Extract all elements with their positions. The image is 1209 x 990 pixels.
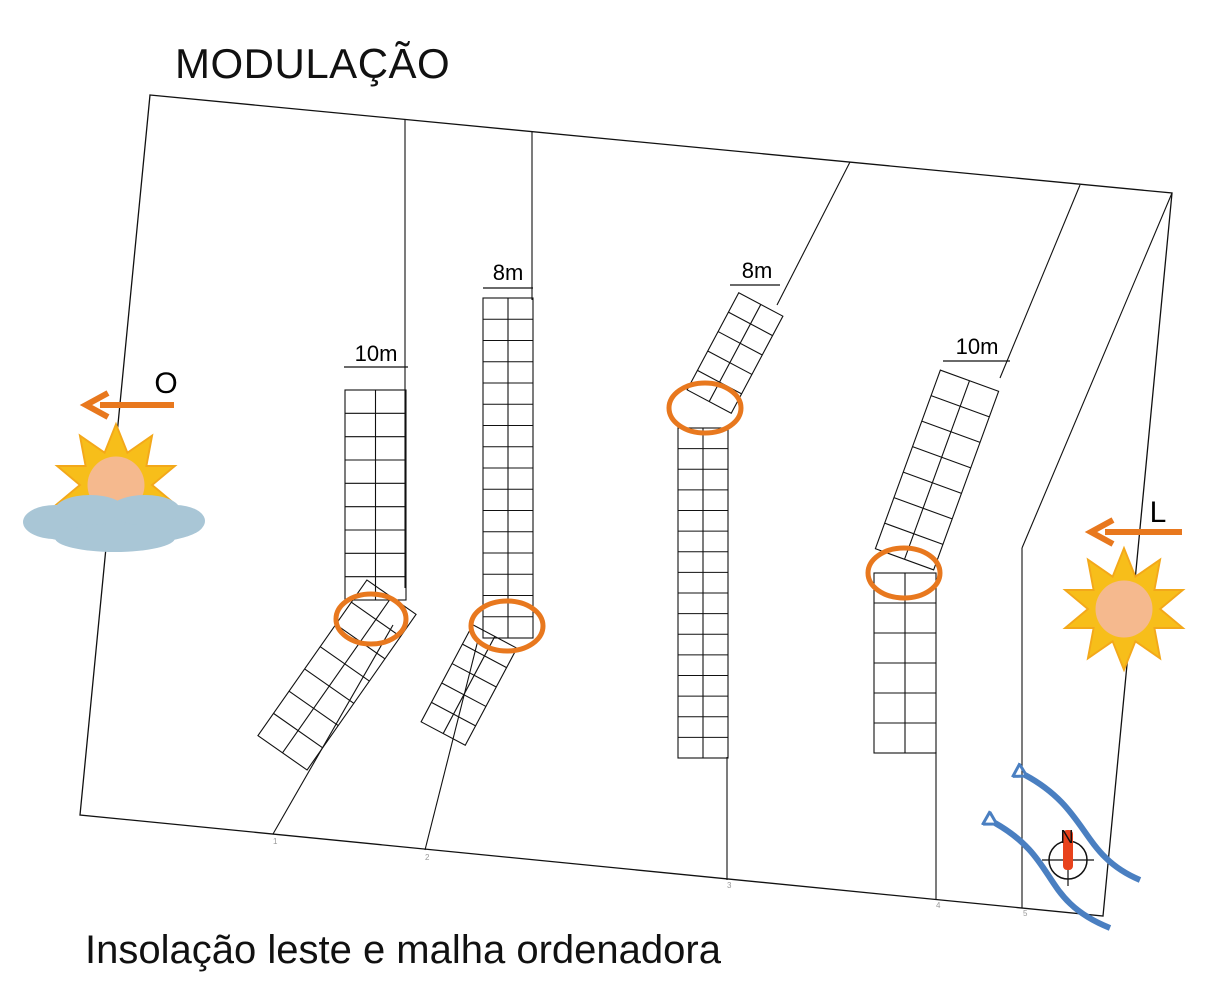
module-2-vertical-grid	[482, 297, 534, 639]
east-orientation: L	[1064, 496, 1184, 671]
dimension-label-module-2: 8m	[493, 260, 524, 285]
joint-highlight-4	[865, 545, 943, 601]
module-4-angled-grid	[874, 369, 1000, 571]
axis-number-1: 1	[273, 837, 278, 846]
joint-highlight-1	[333, 591, 409, 647]
joint-highlight-2	[468, 598, 546, 654]
dimension-labels: 10m 8m 8m 10m	[344, 258, 1010, 368]
west-arrow-icon	[79, 390, 110, 420]
axis-number-4: 4	[936, 901, 941, 910]
north-label: N	[1061, 827, 1074, 847]
module-1-vertical-grid	[344, 389, 407, 601]
north-compass-icon: N	[1042, 827, 1094, 886]
west-label: O	[154, 367, 177, 400]
wind-arrows-icon	[995, 775, 1142, 931]
module-2-angled-grid	[420, 623, 518, 747]
axis-number-2: 2	[425, 853, 430, 862]
axis-number-5: 5	[1023, 909, 1028, 918]
dimension-label-module-1: 10m	[355, 341, 398, 366]
east-label: L	[1150, 496, 1167, 529]
module-1-angled-grid	[257, 579, 417, 771]
grid-axes	[272, 119, 1173, 908]
axis-numbers: 1 2 3 4 5	[273, 837, 1028, 918]
west-orientation: O	[23, 367, 205, 552]
module-4-vertical-grid	[873, 572, 937, 754]
sun-with-cloud-icon	[23, 423, 205, 552]
page-title: MODULAÇÃO	[175, 40, 451, 87]
site-boundary	[79, 94, 1173, 917]
east-arrow-icon	[1084, 517, 1115, 547]
module-3-vertical-grid	[677, 427, 729, 759]
joint-highlights	[333, 380, 943, 654]
axis-number-3: 3	[727, 881, 732, 890]
sun-icon	[1064, 547, 1184, 671]
dimension-label-module-3: 8m	[742, 258, 773, 283]
module-grids	[257, 291, 1000, 771]
dimension-label-module-4: 10m	[956, 334, 999, 359]
joint-highlight-3	[666, 380, 744, 436]
diagram-caption: Insolação leste e malha ordenadora	[85, 928, 721, 972]
